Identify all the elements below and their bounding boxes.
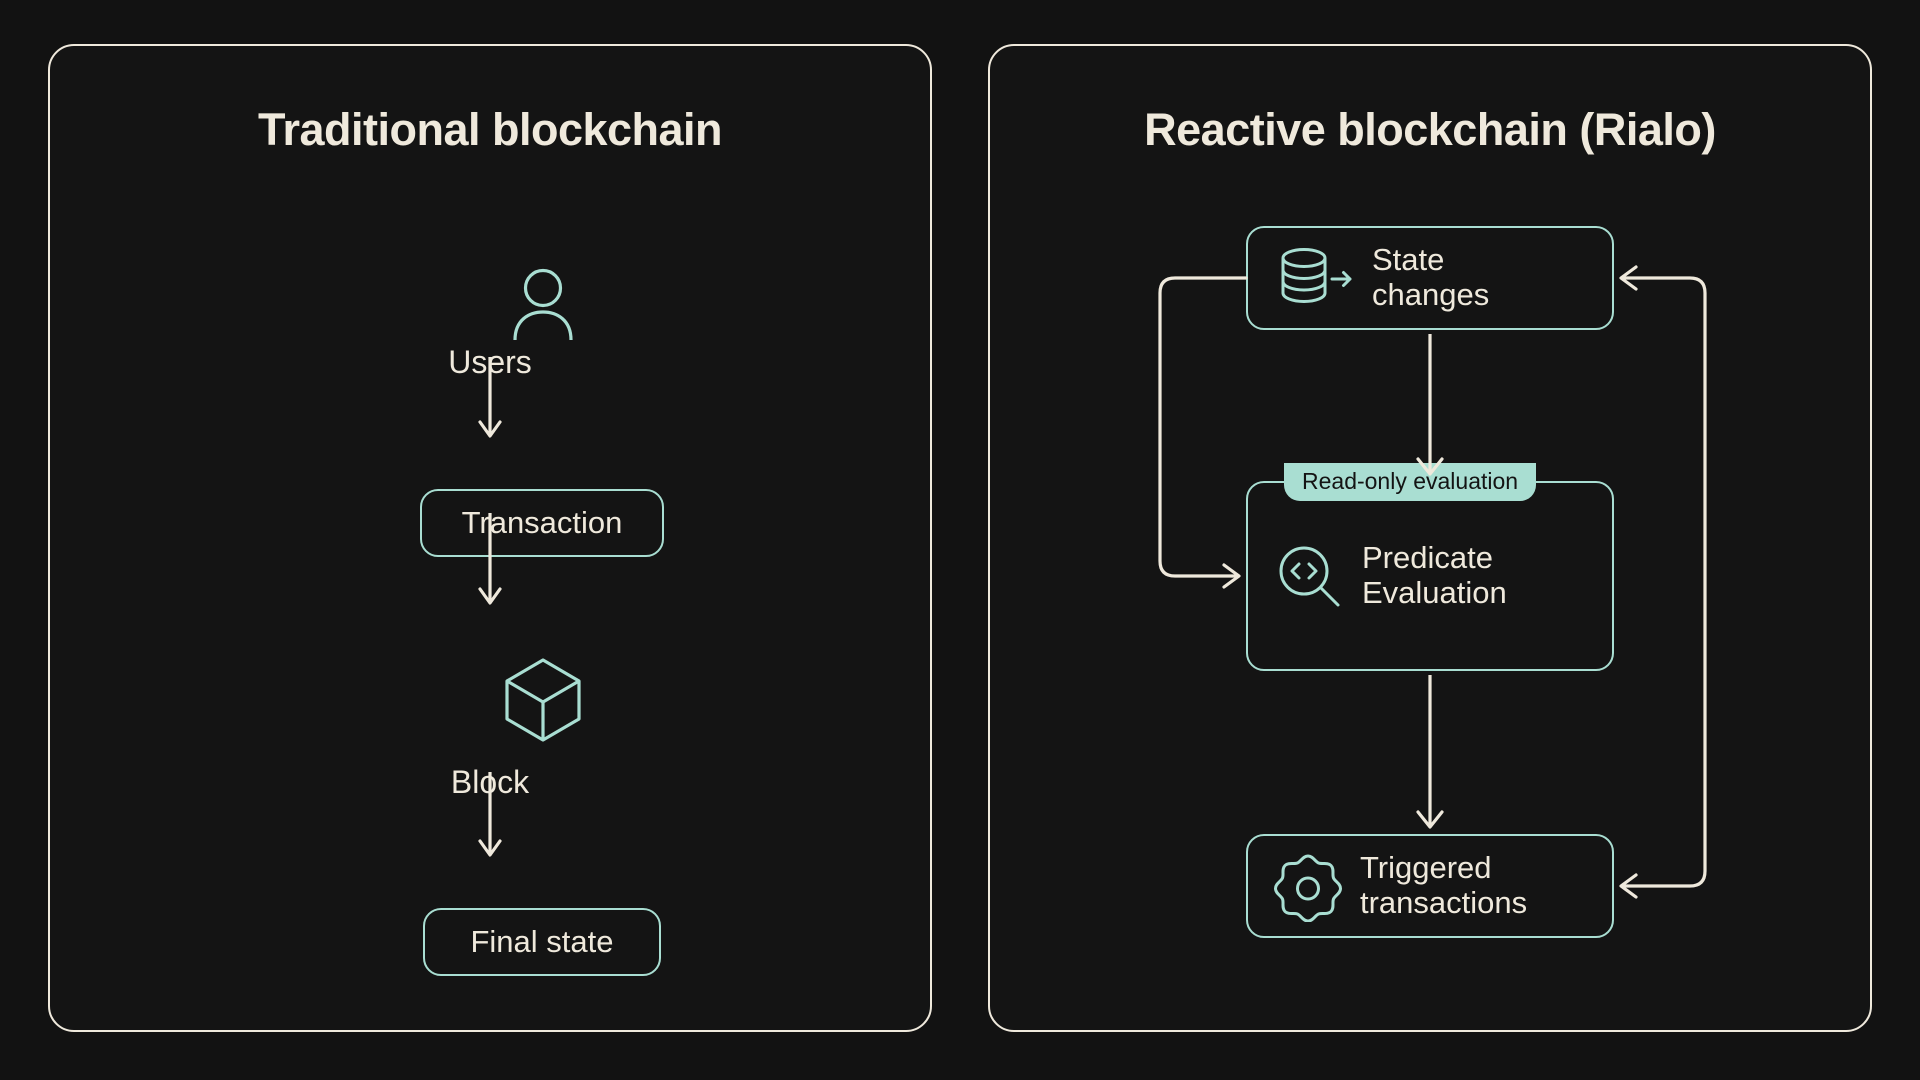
panel-traditional-blockchain: Traditional blockchain Users Transaction… [48, 44, 932, 1032]
code-search-icon [1276, 543, 1342, 609]
database-icon [1276, 247, 1354, 309]
user-icon [508, 268, 578, 340]
gear-icon [1272, 850, 1344, 922]
node-triggered-transactions[interactable]: Triggered transactions [1246, 834, 1614, 938]
node-predicate-evaluation[interactable]: Read-only evaluation Predicate Evaluatio… [1246, 463, 1614, 671]
node-triggered-transactions-label: Triggered transactions [1360, 850, 1528, 920]
node-state-changes[interactable]: State changes [1246, 226, 1614, 330]
cube-icon [502, 657, 584, 743]
node-final-state-label: Final state [470, 923, 614, 959]
users-label: Users [448, 344, 532, 380]
node-state-changes-label: State changes [1372, 242, 1490, 312]
block-label: Block [450, 764, 530, 800]
node-transaction[interactable]: Transaction [420, 489, 664, 557]
badge-read-only-evaluation: Read-only evaluation [1284, 463, 1537, 501]
panel-title-reactive: Reactive blockchain (Rialo) [1144, 104, 1716, 155]
node-final-state[interactable]: Final state [423, 908, 661, 976]
node-predicate-evaluation-label: Predicate Evaluation [1362, 540, 1507, 610]
node-transaction-label: Transaction [461, 504, 623, 540]
panel-title-traditional: Traditional blockchain [257, 104, 723, 155]
